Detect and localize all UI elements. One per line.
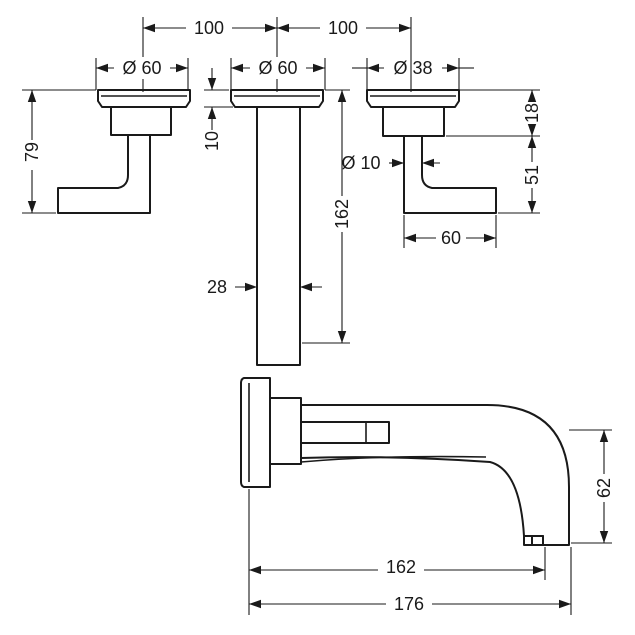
left-handle — [57, 89, 191, 214]
right-handle-stem — [382, 106, 445, 137]
dim-label-top-left-spacing: 100 — [194, 18, 224, 38]
spout-side-view — [240, 377, 570, 546]
dim-label-right-top-height: 18 — [522, 103, 542, 123]
dim-label-rosette-thickness: 10 — [202, 131, 222, 151]
dim-label-spout-height: 62 — [594, 478, 614, 498]
right-handle-lever — [403, 135, 497, 214]
dim-label-top-right-spacing: 100 — [328, 18, 358, 38]
dim-label-left-handle-height: 79 — [22, 142, 42, 162]
dim-label-left-handle-diameter: Ø 60 — [122, 58, 161, 78]
side-aerator — [523, 535, 544, 546]
left-handle-lever — [57, 134, 151, 214]
spout-front-view — [230, 89, 324, 366]
spout-body-front — [256, 106, 301, 366]
dim-label-right-handle-diameter: Ø 38 — [393, 58, 432, 78]
side-rod — [300, 421, 390, 444]
dim-label-overall-projection: 176 — [394, 594, 424, 614]
dim-label-lever-diameter: Ø 10 — [341, 153, 380, 173]
right-handle — [366, 89, 497, 214]
left-handle-stem — [110, 106, 172, 136]
right-handle-rosette — [366, 89, 460, 108]
dim-label-lever-length: 60 — [441, 228, 461, 248]
side-spout-curve — [300, 404, 570, 546]
dim-label-right-lever-height: 51 — [522, 165, 542, 185]
left-handle-rosette — [97, 89, 191, 108]
side-stem — [269, 397, 302, 465]
dim-label-spout-width: 28 — [207, 277, 227, 297]
dimension-labels: 100 100 Ø 60 Ø 60 Ø 38 79 10 162 28 Ø 10… — [22, 16, 615, 614]
dim-label-spout-projection: 162 — [386, 557, 416, 577]
center-rosette — [230, 89, 324, 108]
dimension-lines — [27, 23, 609, 609]
dim-label-spout-length-front: 162 — [332, 199, 352, 229]
dim-label-center-diameter: Ø 60 — [258, 58, 297, 78]
side-rosette — [240, 377, 271, 488]
